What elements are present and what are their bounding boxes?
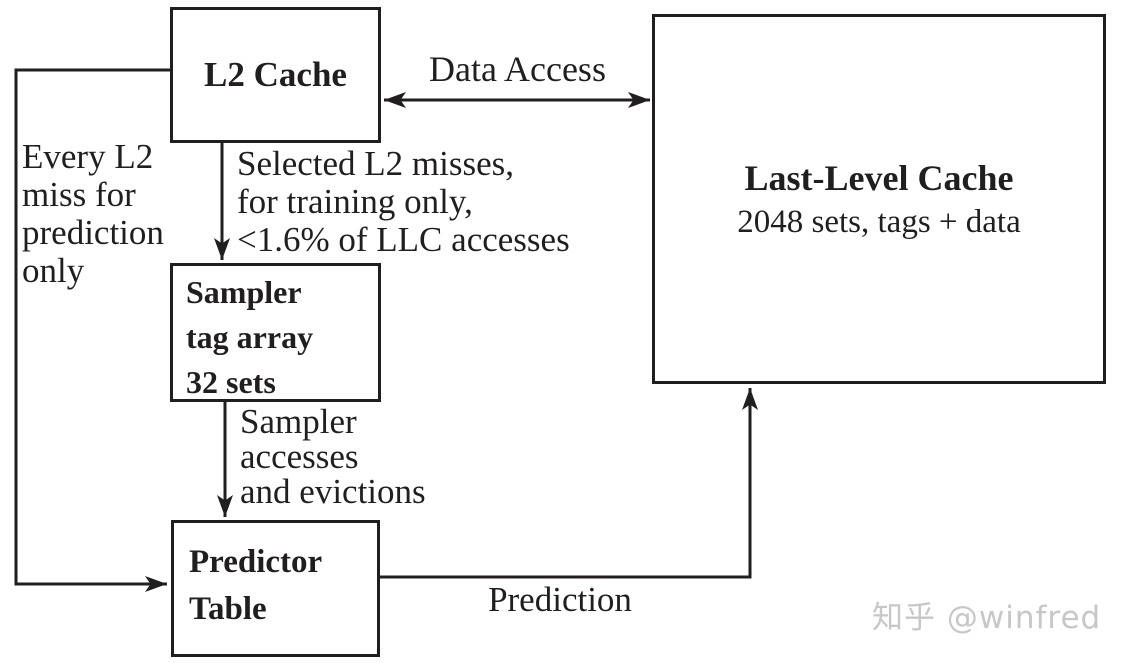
predictor-to-llc-arrow bbox=[380, 388, 758, 579]
sampler-tag-array-box: Sampler tag array 32 sets bbox=[170, 263, 381, 402]
l2-cache-box: L2 Cache bbox=[170, 7, 381, 143]
llc-subtitle: 2048 sets, tags + data bbox=[737, 204, 1021, 240]
l2-to-predictor-arrow bbox=[14, 68, 170, 592]
sampler-accesses-label: Sampler accesses and evictions bbox=[240, 402, 426, 511]
prediction-label: Prediction bbox=[488, 580, 632, 619]
every-l2-miss-label: Every L2 miss for prediction only bbox=[22, 137, 164, 290]
selected-l2-misses-label: Selected L2 misses, for training only, <… bbox=[237, 144, 570, 259]
last-level-cache-box: Last-Level Cache 2048 sets, tags + data bbox=[652, 14, 1106, 384]
l2-cache-title: L2 Cache bbox=[204, 55, 347, 94]
llc-title: Last-Level Cache bbox=[744, 158, 1014, 198]
zhihu-watermark: 知乎 @winfred bbox=[872, 600, 1102, 636]
data-access-label: Data Access bbox=[429, 49, 606, 89]
predictor-table-box: Predictor Table bbox=[171, 520, 380, 657]
